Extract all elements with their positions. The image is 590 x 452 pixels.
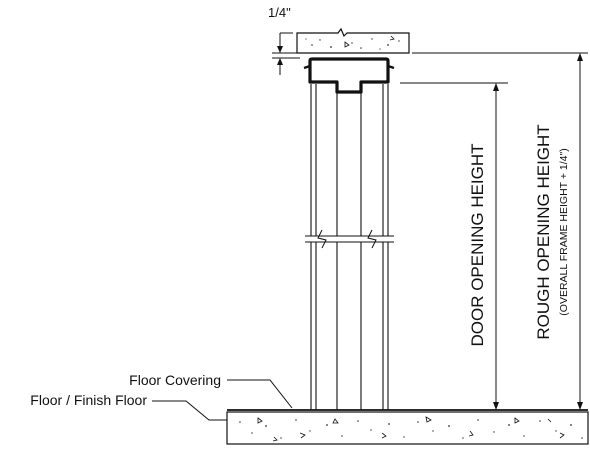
door-opening-height-label: DOOR OPENING HEIGHT (468, 143, 487, 346)
door-opening-height-dimension: DOOR OPENING HEIGHT (400, 82, 508, 410)
floor-covering-callout: Floor Covering (129, 372, 293, 409)
header-slab (296, 27, 410, 54)
floor-finish-floor-label: Floor / Finish Floor (30, 392, 147, 408)
rough-opening-height-label: ROUGH OPENING HEIGHT (534, 124, 553, 339)
floor-finish-floor-callout: Floor / Finish Floor (30, 392, 227, 421)
frame-head (303, 57, 395, 94)
gap-dimension: 1/4" (268, 5, 300, 75)
rough-opening-note: (OVERALL FRAME HEIGHT + 1/4") (558, 148, 570, 315)
floor-covering-label: Floor Covering (129, 372, 221, 388)
door-jamb (305, 84, 395, 410)
rough-opening-height-dimension: ROUGH OPENING HEIGHT (OVERALL FRAME HEIG… (412, 52, 588, 410)
gap-dimension-label: 1/4" (268, 5, 291, 20)
floor-slab (226, 409, 589, 445)
